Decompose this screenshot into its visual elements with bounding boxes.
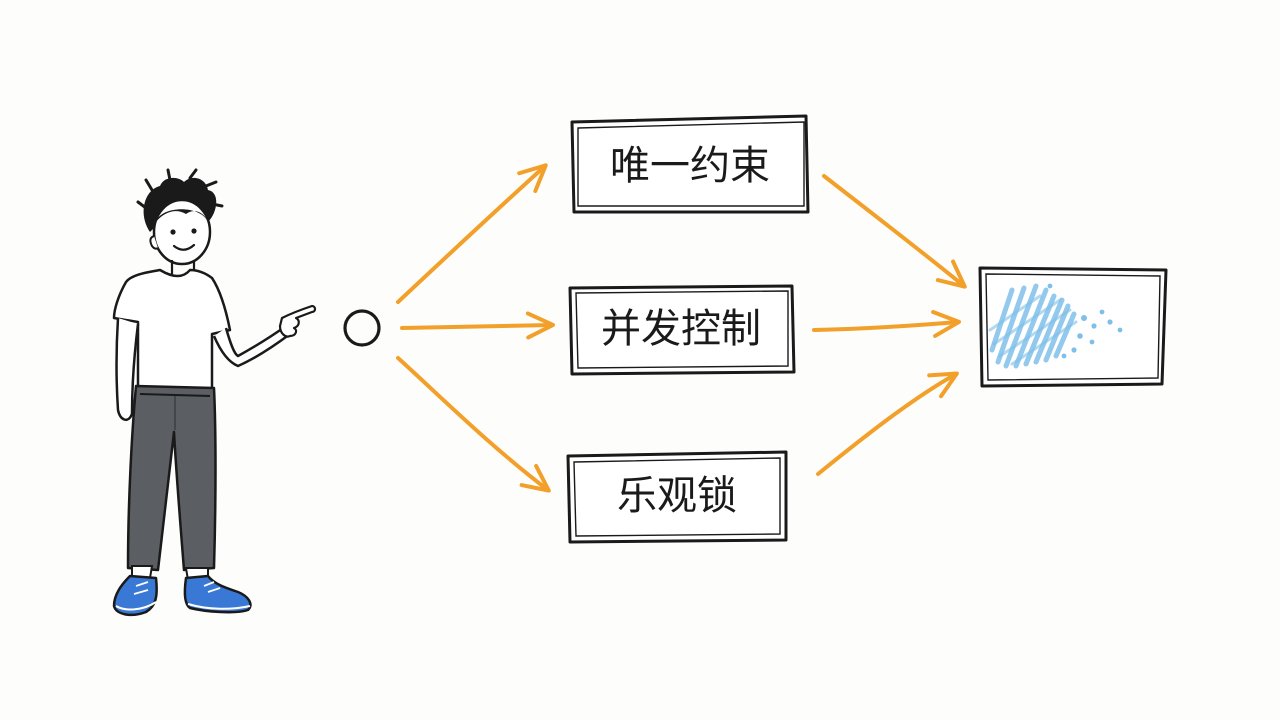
right-shoe: [183, 574, 252, 614]
option-label-concurrency-control: 并发控制: [601, 306, 761, 352]
arrow-from-optimistic-lock: [816, 371, 959, 476]
pointing-hand: [278, 304, 317, 338]
arrow-to-concurrency-control: [400, 311, 555, 340]
pointing-arm: [212, 324, 292, 368]
option-box-unique-constraint: 唯一约束: [570, 114, 810, 214]
circle-icon: [343, 309, 381, 347]
arrow-to-optimistic-lock: [396, 356, 551, 493]
arrow-from-unique-constraint: [822, 174, 967, 289]
arrows-to-result: [812, 174, 967, 476]
t-shirt: [112, 268, 232, 392]
blue-scribble: [988, 283, 1123, 369]
left-shoe: [112, 574, 158, 617]
pants: [126, 384, 217, 572]
blue-scribble-box-icon: [978, 266, 1168, 388]
option-label-unique-constraint: 唯一约束: [610, 143, 770, 189]
option-box-optimistic-lock: 乐观锁: [566, 450, 788, 544]
arrow-to-unique-constraint: [396, 163, 548, 304]
person-pointing-icon: [112, 168, 317, 617]
face: [149, 198, 212, 266]
left-arm: [115, 317, 140, 422]
arrows-to-options: [396, 163, 555, 493]
option-label-optimistic-lock: 乐观锁: [617, 473, 737, 519]
arrow-from-concurrency-control: [812, 310, 961, 338]
option-box-concurrency-control: 并发控制: [568, 284, 796, 376]
